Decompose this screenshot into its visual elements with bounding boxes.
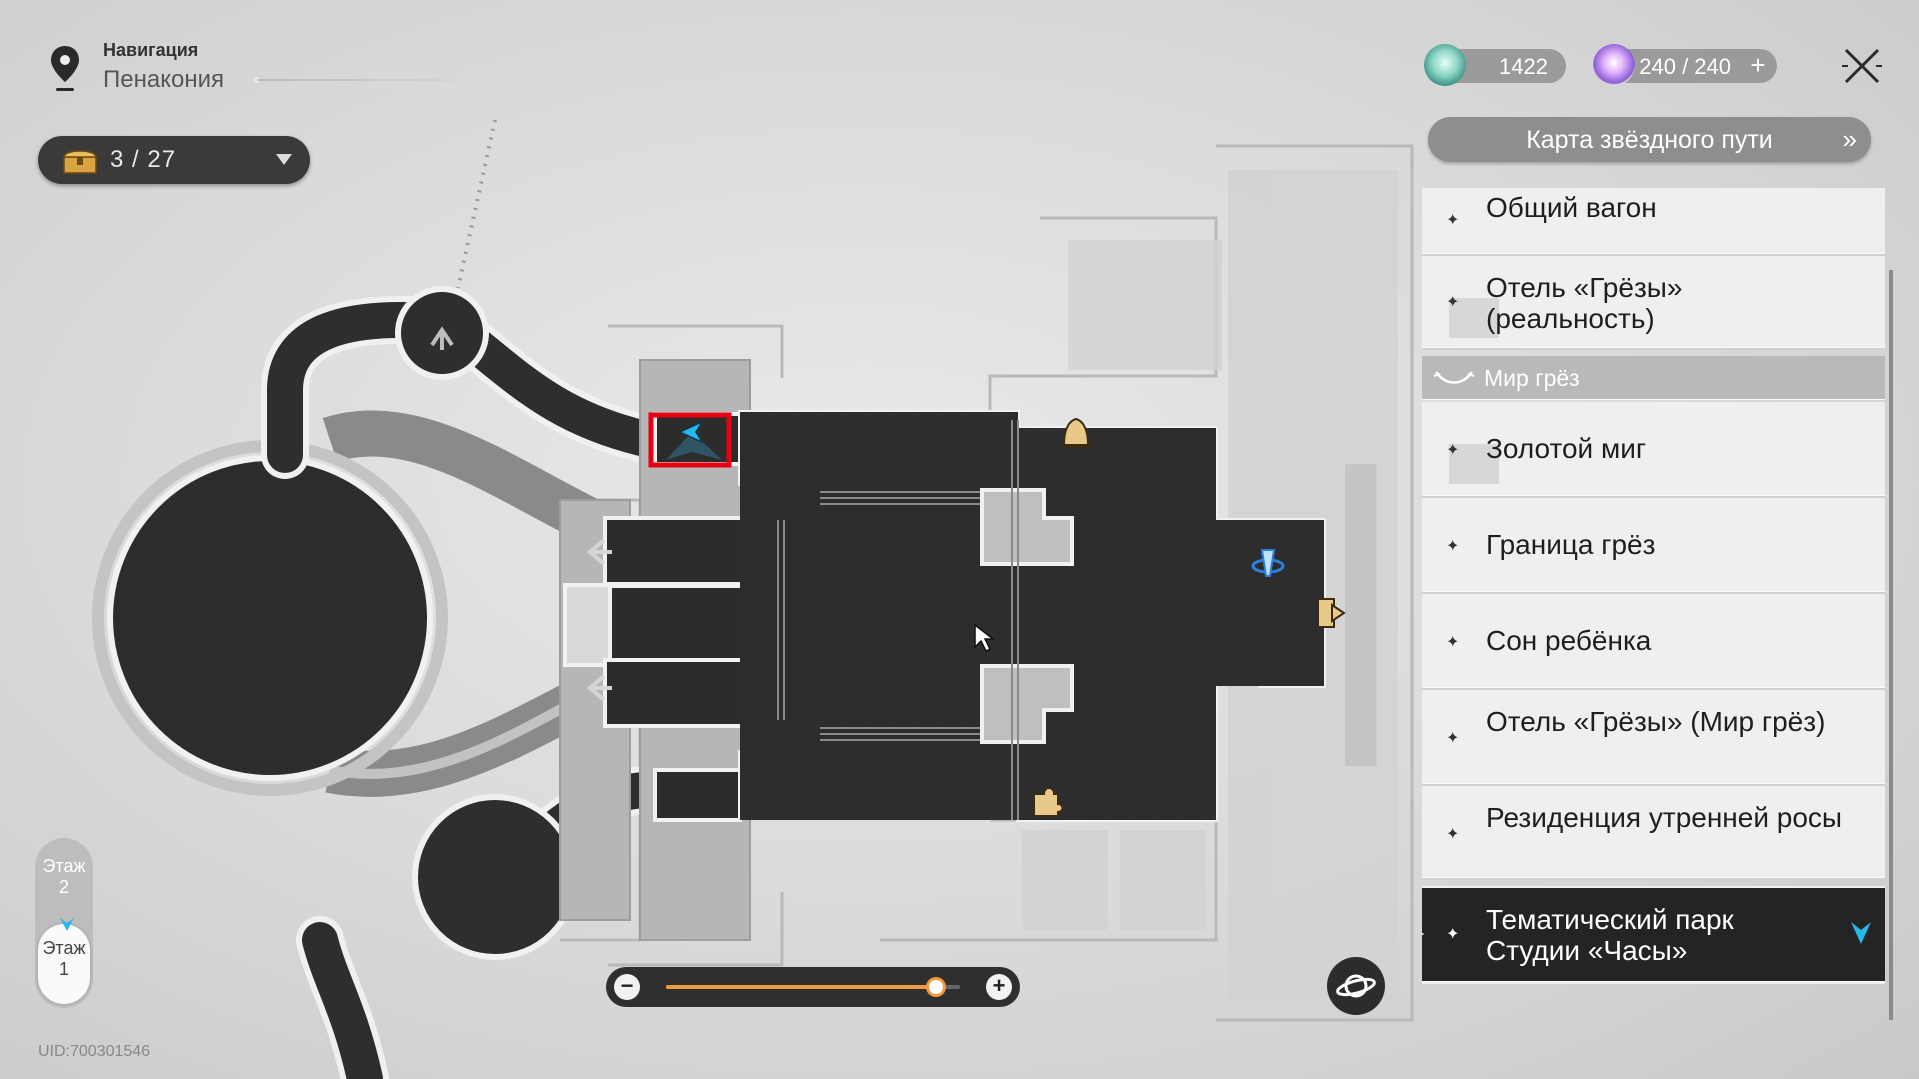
dream-world-icon xyxy=(1433,371,1475,384)
floor-2-number: 2 xyxy=(58,877,69,897)
section-header-dream-world: Мир грёз xyxy=(1422,356,1885,400)
star-rail-map-label: Карта звёздного пути xyxy=(1526,126,1773,154)
trailblaze-power-value: 240 / 240 xyxy=(1639,54,1731,79)
stellar-jade-counter[interactable]: 1422 xyxy=(1424,44,1566,86)
current-location-marker-icon xyxy=(1851,922,1871,944)
sparkle-icon: ✦ xyxy=(1446,826,1460,843)
left-arrow-icon xyxy=(586,538,612,566)
location-label: Граница грёз xyxy=(1486,529,1656,560)
close-icon[interactable] xyxy=(1842,46,1882,86)
location-item-selected[interactable]: ✦ Тематический парк Студии «Часы» xyxy=(1422,886,1885,984)
location-pin-icon xyxy=(51,46,79,91)
star-rail-map-button[interactable]: Карта звёздного пути » xyxy=(1428,117,1871,162)
uid-label: UID:700301546 xyxy=(38,1043,151,1060)
puzzle-icon[interactable] xyxy=(1033,787,1064,817)
location-item[interactable]: ✦ Отель «Грёзы» (Мир грёз) xyxy=(1422,690,1885,786)
region-name: Пенакония xyxy=(103,66,224,93)
sparkle-icon: ✦ xyxy=(1446,926,1460,943)
location-label: Тематический парк Студии «Часы» xyxy=(1486,904,1734,966)
double-chevron-right-icon: » xyxy=(1842,124,1857,154)
bell-icon[interactable] xyxy=(1062,417,1090,448)
location-label: Резиденция утренней росы xyxy=(1486,802,1843,833)
location-list[interactable]: ✦ Общий вагон ✦ Отель «Грёзы» (реальност… xyxy=(1422,188,1885,1018)
location-item[interactable]: ✦ Сон ребёнка xyxy=(1422,594,1885,690)
current-floor-marker-icon xyxy=(60,918,74,931)
sparkle-icon: ✦ xyxy=(1446,294,1460,311)
player-arrow-icon xyxy=(666,420,722,460)
location-item[interactable]: ✦ Граница грёз xyxy=(1422,498,1885,594)
zoom-out-button[interactable]: − xyxy=(614,974,640,1000)
building-watermark-icon xyxy=(1449,298,1499,338)
section-label: Мир грёз xyxy=(1484,365,1580,391)
sparkle-icon: ✦ xyxy=(1446,634,1460,651)
location-item[interactable]: ✦ Общий вагон xyxy=(1422,188,1885,256)
sparkle-icon: ✦ xyxy=(1446,442,1460,459)
plaza-circle xyxy=(107,455,433,781)
floor-1-word: Этаж xyxy=(42,938,86,958)
selection-pointer-icon xyxy=(1422,931,1428,937)
zoom-slider-fill xyxy=(666,985,937,989)
floor-2-button[interactable]: Этаж 2 xyxy=(35,856,93,898)
player-highlight-box xyxy=(648,412,732,468)
navigation-label: Навигация xyxy=(103,40,199,60)
location-item[interactable]: ✦ Отель «Грёзы» (реальность) xyxy=(1422,256,1885,350)
cursor-icon xyxy=(974,623,996,653)
floor-2-word: Этаж xyxy=(42,856,86,876)
planet-button[interactable] xyxy=(1327,957,1385,1015)
dotted-trail xyxy=(456,119,497,289)
planet-icon xyxy=(1336,974,1376,998)
building-watermark-icon xyxy=(1449,444,1499,484)
zoom-slider-thumb[interactable] xyxy=(926,977,947,997)
exit-icon[interactable] xyxy=(1317,598,1346,628)
sparkle-icon: ✦ xyxy=(1446,730,1460,747)
location-label: Отель «Грёзы» (реальность) xyxy=(1486,272,1683,334)
location-label: Сон ребёнка xyxy=(1486,625,1652,656)
up-arrow-icon xyxy=(430,326,454,350)
floor-selector[interactable]: Этаж 2 Этаж 1 xyxy=(35,838,93,1008)
location-label: Отель «Грёзы» (Мир грёз) xyxy=(1486,706,1826,737)
stellar-jade-value: 1422 xyxy=(1499,54,1548,79)
zoom-control[interactable]: − + xyxy=(606,967,1020,1007)
zoom-slider-track[interactable] xyxy=(666,977,960,997)
inner-rooms xyxy=(980,488,1074,744)
sparkle-icon: ✦ xyxy=(1446,538,1460,555)
small-plaza-circle xyxy=(412,794,578,960)
list-scrollbar[interactable] xyxy=(1889,270,1893,1020)
location-label: Общий вагон xyxy=(1486,192,1657,223)
navigation-header: Навигация Пенакония xyxy=(48,40,488,100)
location-item[interactable]: ✦ Резиденция утренней росы xyxy=(1422,786,1885,880)
dropdown-arrow-icon[interactable] xyxy=(276,154,292,165)
trailblaze-power-counter[interactable]: 240 / 240 + xyxy=(1593,44,1777,86)
sparkle-icon: ✦ xyxy=(1446,212,1460,229)
nav-divider xyxy=(258,79,488,81)
location-item[interactable]: ✦ Золотой миг xyxy=(1422,402,1885,498)
treasure-chest-icon xyxy=(63,150,97,174)
zoom-in-button[interactable]: + xyxy=(986,974,1012,1000)
stellar-jade-icon xyxy=(1424,44,1466,86)
trailblaze-power-icon xyxy=(1593,44,1635,86)
floor-1-button[interactable]: Этаж 1 xyxy=(38,918,90,1004)
dark-road xyxy=(261,296,674,479)
floor-1-number: 1 xyxy=(58,959,69,979)
location-label: Золотой миг xyxy=(1486,433,1647,464)
treasure-chest-counter[interactable]: 3 / 27 xyxy=(38,136,310,184)
chest-count: 3 / 27 xyxy=(110,146,177,173)
left-arrow-icon xyxy=(586,674,612,702)
add-power-button[interactable]: + xyxy=(1750,50,1766,80)
teleport-anchor-icon[interactable] xyxy=(1251,549,1285,577)
